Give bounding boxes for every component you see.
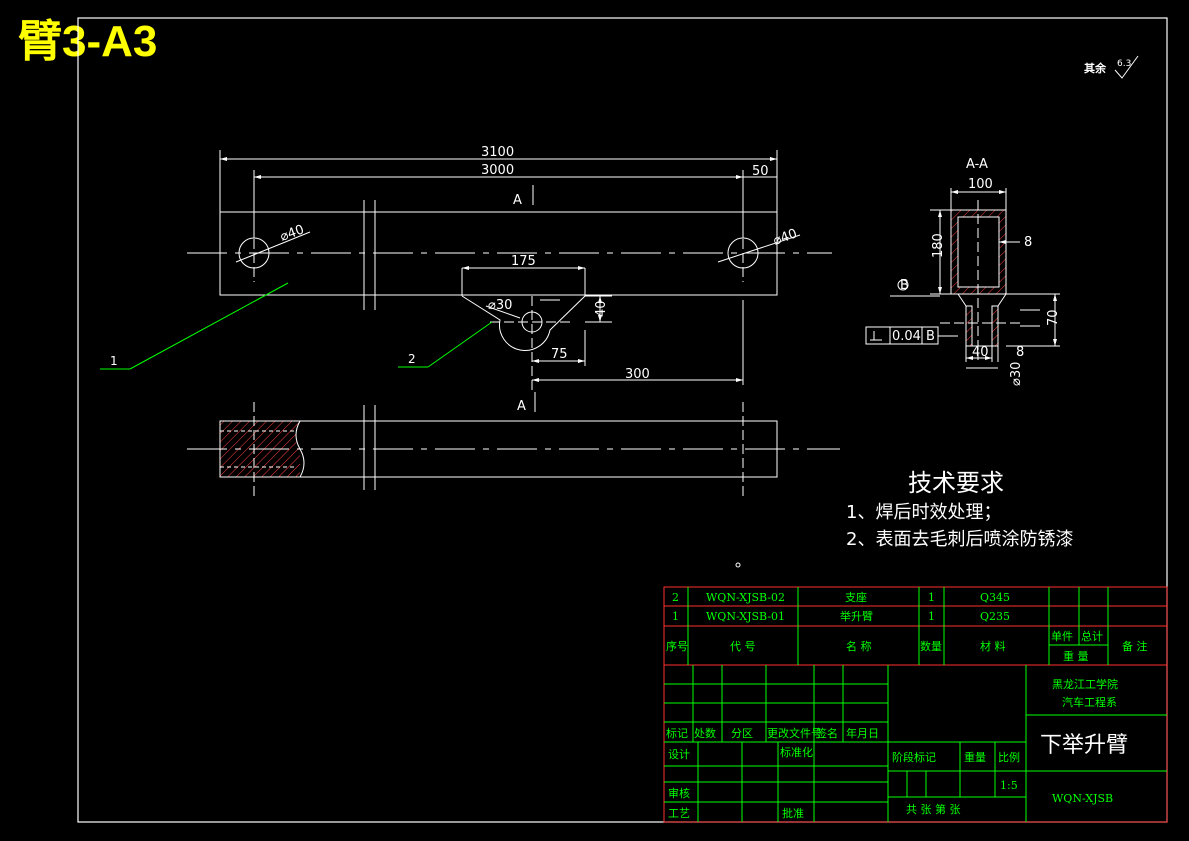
- balloon-2: 2: [408, 352, 416, 366]
- dim-lug-hole: ⌀30: [1009, 362, 1024, 386]
- dim-end-offset: 50: [752, 164, 769, 179]
- dim-lug-width: 40: [972, 345, 989, 360]
- table-cell-text: 1: [928, 610, 935, 623]
- sheets-label: 共 张 第 张: [906, 802, 961, 816]
- parts-row: 1 WQN-XJSB-01 举升臂 1 Q235: [672, 609, 1010, 623]
- cut-label-bottom: A: [517, 399, 526, 414]
- dim-overall-length: 3100: [481, 145, 514, 160]
- dim-lug-height: 70: [1046, 309, 1061, 326]
- surface-note-label: 其余: [1084, 61, 1107, 75]
- drawing-number: WQN-XJSB: [1052, 792, 1113, 805]
- department-name: 汽车工程系: [1062, 695, 1117, 709]
- balloon-leaders: [100, 282, 493, 370]
- bracket-view: [461, 266, 744, 390]
- checker-label: 审核: [668, 786, 690, 800]
- dim-hole-spacing: 3000: [481, 163, 514, 178]
- table-cell-text: 2: [672, 591, 679, 604]
- sheet-title: 臂3-A3: [18, 17, 158, 66]
- table-cell-text: 备 注: [1122, 639, 1148, 653]
- table-cell-text: 更改文件号: [767, 726, 822, 740]
- dim-bracket-offset: 75: [551, 347, 568, 362]
- dim-bracket-to-hole: 300: [625, 367, 650, 382]
- table-cell-text: 序号: [666, 639, 688, 653]
- table-cell-text: 材 料: [980, 639, 1006, 653]
- title-block-grid: [663, 586, 1168, 823]
- table-cell-text: 签名: [816, 726, 838, 740]
- parts-list: 2 WQN-XJSB-02 支座 1 Q345 1 WQN-XJSB-01 举升…: [666, 590, 1148, 663]
- top-view: [187, 392, 840, 500]
- table-cell-text: 分区: [731, 727, 753, 740]
- tech-req-item-1: 1、焊后时效处理；: [846, 502, 1001, 523]
- table-cell-text: Q235: [980, 610, 1010, 623]
- table-cell-text: WQN-XJSB-02: [706, 591, 785, 604]
- table-cell-text: 总计: [1081, 629, 1103, 643]
- table-cell-text: WQN-XJSB-01: [706, 610, 785, 623]
- table-cell-text: 1: [672, 610, 679, 623]
- table-cell-text: 标记: [666, 726, 688, 740]
- balloon-1: 1: [110, 354, 118, 368]
- table-cell-text: 年月日: [846, 726, 879, 740]
- parts-header: 序号 代 号 名 称 数量 材 料 单件 总计 重 量 备 注: [666, 629, 1148, 663]
- dim-wall-thickness: 8: [1024, 235, 1032, 250]
- scale-value: 1:5: [1000, 779, 1018, 792]
- drawing-frame: [77, 17, 1168, 823]
- dim-hole-dia-right: ⌀40: [771, 226, 799, 248]
- table-cell-text: 支座: [845, 590, 867, 604]
- section-aa-view: [865, 188, 1060, 369]
- table-cell-text: Q345: [980, 591, 1010, 604]
- table-cell-text: 单件: [1051, 630, 1073, 643]
- process-label: 工艺: [668, 807, 690, 820]
- drawing-name: 下举升臂: [1040, 733, 1128, 758]
- tech-req-item-2: 2、表面去毛刺后喷涂防锈漆: [846, 529, 1073, 550]
- flatness-datum: B: [926, 329, 935, 344]
- datum-symbol: B: [900, 278, 909, 293]
- table-cell-text: 重 量: [1063, 649, 1089, 663]
- table-cell-text: 名 称: [846, 639, 872, 653]
- revision-headers: 标记 处数 分区 更改文件号 签名 年月日 设计 标准化 审核 工艺 批准: [666, 726, 879, 820]
- dim-hole-dia-left: ⌀40: [278, 222, 306, 244]
- dim-bracket-depth: 40: [594, 300, 609, 317]
- dim-bracket-hole: ⌀30: [488, 298, 512, 313]
- scale-label: 比例: [998, 750, 1020, 764]
- front-view: [187, 150, 832, 310]
- surface-roughness-note: 其余 6.3: [1084, 55, 1139, 79]
- dim-section-width: 100: [968, 177, 993, 192]
- table-cell-text: 代 号: [730, 640, 756, 653]
- approve-label: 批准: [782, 806, 804, 820]
- standardize-label: 标准化: [780, 745, 813, 759]
- dim-section-height: 180: [931, 233, 946, 258]
- weight-label: 重量: [964, 750, 986, 764]
- designer-label: 设计: [668, 748, 690, 761]
- dim-lug-thickness: 8: [1016, 345, 1024, 360]
- surface-note-value: 6.3: [1117, 59, 1131, 69]
- stage-label: 阶段标记: [892, 750, 936, 764]
- table-cell-text: 处数: [694, 727, 716, 740]
- tech-req-heading: 技术要求: [908, 469, 1004, 497]
- table-cell-text: 数量: [920, 640, 942, 653]
- school-name: 黑龙江工学院: [1052, 677, 1118, 691]
- cut-label-top: A: [513, 193, 522, 208]
- table-cell-text: 1: [928, 591, 935, 604]
- flatness-value: 0.04: [892, 329, 921, 344]
- dim-bracket-width: 175: [511, 254, 536, 269]
- table-cell-text: 举升臂: [840, 609, 873, 623]
- parts-row: 2 WQN-XJSB-02 支座 1 Q345: [672, 590, 1010, 604]
- section-label: A-A: [966, 157, 988, 172]
